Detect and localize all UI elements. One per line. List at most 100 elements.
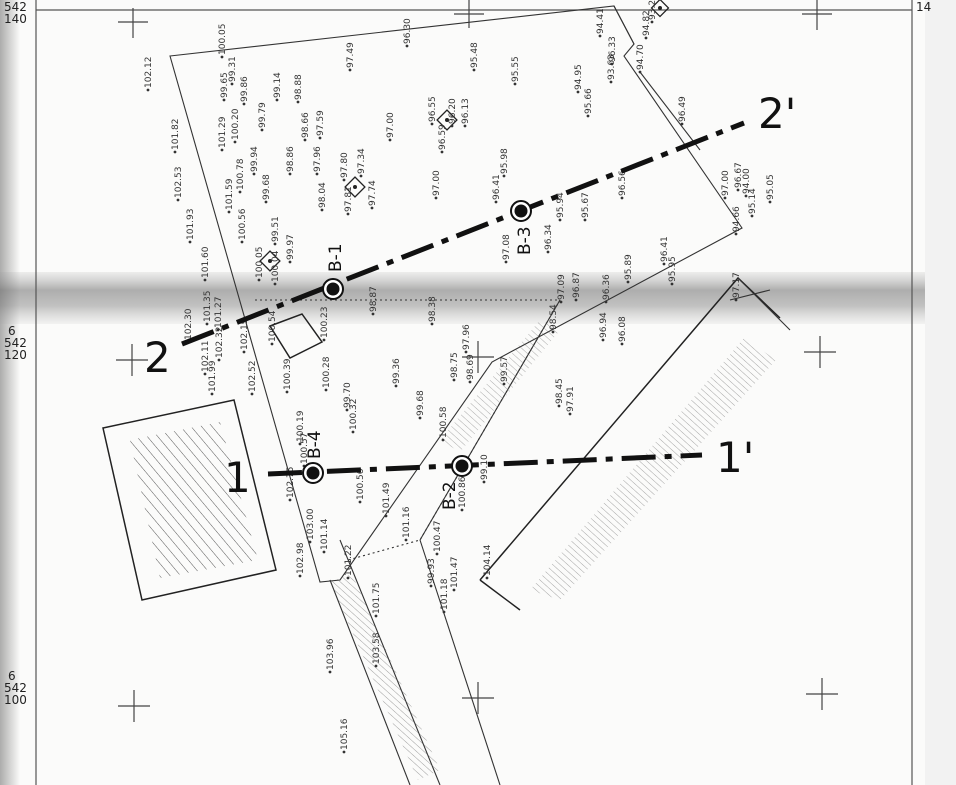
boundary-notch: [613, 5, 635, 45]
elevation-point: [205, 322, 209, 326]
elevation-point: [216, 328, 220, 332]
elevation-point: [222, 98, 226, 102]
elevation-point: [429, 584, 433, 588]
svg-text:542: 542: [4, 681, 27, 695]
elevation-label: 96.34: [544, 224, 554, 250]
elevation-point: [513, 82, 517, 86]
elevation-label: 101.49: [382, 482, 392, 514]
elevation-label: 97.59: [316, 110, 326, 136]
elevation-label: 102.98: [296, 542, 306, 574]
elevation-point: [435, 552, 439, 556]
elevation-point: [324, 388, 328, 392]
elevation-label: 101.18: [440, 578, 450, 610]
elevation-label: 100.20: [231, 108, 241, 140]
elevation-point: [734, 232, 738, 236]
elevation-point: [460, 508, 464, 512]
elevation-label: 99.97: [286, 234, 296, 260]
elevation-label: 99.31: [228, 56, 238, 82]
elevation-label: 102.11: [201, 341, 211, 373]
svg-text:140: 140: [4, 12, 27, 26]
borehole-b3: B-3: [510, 200, 535, 255]
elevation-label: 93.23: [648, 0, 658, 20]
elevation-label: 97.80: [340, 152, 350, 178]
elevation-label: 96.41: [492, 174, 502, 200]
elevation-label: 97.08: [502, 234, 512, 260]
elevation-point: [557, 404, 561, 408]
elevation-point: [620, 342, 624, 346]
elevation-label: 100.04: [271, 250, 281, 282]
elevation-label: 98.38: [428, 296, 438, 322]
elevation-label: 100.56: [238, 208, 248, 240]
elevation-label: 95.67: [581, 192, 591, 218]
elevation-label: 99.36: [392, 358, 402, 384]
elevation-point: [485, 576, 489, 580]
elevation-point: [315, 172, 319, 176]
elevation-label: 94.70: [636, 44, 646, 70]
borehole-b2: B-2: [440, 455, 473, 510]
elevation-point: [298, 574, 302, 578]
svg-text:6: 6: [8, 669, 16, 683]
elevation-point: [463, 124, 467, 128]
existing-building: [102, 399, 277, 601]
elevation-label: 97.96: [313, 146, 323, 172]
elevation-point: [318, 136, 322, 140]
elevation-point: [328, 670, 332, 674]
elevation-label: 96.94: [599, 312, 609, 338]
borehole-b4-label: B-4: [305, 430, 325, 459]
elevation-point: [430, 122, 434, 126]
elevation-label: 96.36: [602, 274, 612, 300]
elevation-point: [240, 240, 244, 244]
elevation-point: [342, 750, 346, 754]
elevation-point: [203, 372, 207, 376]
elevation-label: 102.30: [184, 308, 194, 340]
elevation-point: [217, 358, 221, 362]
elevation-label: 101.93: [186, 209, 196, 241]
elevation-point: [270, 342, 274, 346]
elevation-label: 96.33: [608, 36, 618, 62]
elevation-label: 98.86: [286, 146, 296, 172]
elevation-label: 97.09: [557, 274, 567, 300]
elevation-point: [440, 150, 444, 154]
elevation-label: 96.49: [678, 96, 688, 122]
elevation-point: [744, 194, 748, 198]
grid-label-mid-left: 6 542 120: [4, 324, 27, 362]
elevation-label: 98.69: [466, 354, 476, 380]
scan-edge-shadow: [0, 0, 20, 785]
elevation-point: [405, 44, 409, 48]
elevation-point: [346, 212, 350, 216]
elevation-point: [609, 80, 613, 84]
elevation-point: [242, 102, 246, 106]
retaining-wall-hatch: [530, 338, 776, 600]
elevation-label: 97.81: [344, 186, 354, 212]
borehole-b3-label: B-3: [515, 226, 535, 255]
elevation-label: 101.14: [320, 518, 330, 550]
elevation-point: [288, 260, 292, 264]
road-edge-west: [329, 579, 411, 785]
elevation-label: 98.54: [549, 304, 559, 330]
elevation-label: 102.52: [248, 361, 258, 393]
elevation-point: [638, 70, 642, 74]
elevation-label: 101.75: [372, 583, 382, 615]
elevation-label: 103.00: [306, 508, 316, 540]
elevation-point: [442, 610, 446, 614]
retaining-wall-foot: [479, 579, 521, 611]
elevation-label: 97.34: [357, 148, 367, 174]
elevation-label: 101.60: [201, 246, 211, 278]
elevation-point: [574, 298, 578, 302]
elevation-label: 95.05: [766, 174, 776, 200]
section-line-1: [267, 452, 703, 477]
elevation-label: 99.65: [220, 72, 230, 98]
elevation-point: [146, 88, 150, 92]
grid-label-top-right: 14: [916, 0, 931, 14]
elevation-label: 100.56: [356, 468, 366, 500]
elevation-label: 105.16: [340, 718, 350, 750]
elevation-point: [418, 416, 422, 420]
elevation-label: 101.22: [344, 545, 354, 577]
elevation-label: 100.86: [458, 476, 468, 508]
elevation-point: [502, 382, 506, 386]
elevation-point: [601, 338, 605, 342]
elevation-label: 96.59: [438, 124, 448, 150]
elevation-point: [662, 262, 666, 266]
elevation-point: [374, 664, 378, 668]
elevation-point: [750, 214, 754, 218]
